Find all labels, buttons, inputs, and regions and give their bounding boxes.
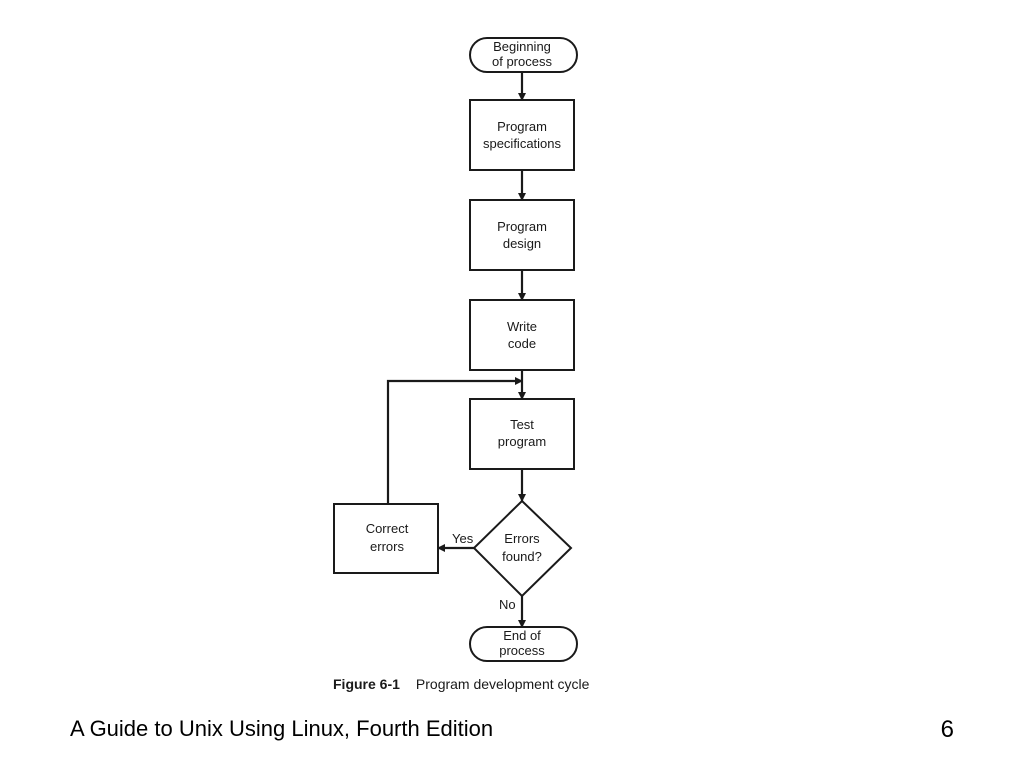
node-begin-line-2: of process <box>492 54 552 69</box>
node-begin: Beginning of process <box>469 37 578 73</box>
decision-shape <box>472 499 573 598</box>
node-end-line-1: End of <box>503 628 541 643</box>
node-spec-line-1: Program <box>497 119 547 134</box>
process-shape <box>469 199 575 271</box>
node-begin-line-1: Beginning <box>493 39 551 54</box>
node-correct-line-2: errors <box>370 539 404 554</box>
terminal-shape <box>469 626 578 662</box>
figure-caption-text: Program development cycle <box>415 676 590 692</box>
node-test-line-2: program <box>498 434 546 449</box>
terminal-shape <box>469 37 578 73</box>
node-code-line-2: code <box>508 336 536 351</box>
node-correct-line-1: Correct <box>366 521 409 536</box>
process-shape <box>469 398 575 470</box>
figure-number: Figure 6-1 <box>333 676 400 692</box>
figure-caption: Figure 6-1 Program development cycle <box>333 676 589 692</box>
node-end-line-2: process <box>499 643 545 658</box>
node-test-line-1: Test <box>510 417 534 432</box>
edge-label-no: No <box>499 597 516 612</box>
node-test: Test program <box>469 398 575 470</box>
footer-book-title: A Guide to Unix Using Linux, Fourth Edit… <box>70 716 494 741</box>
node-spec-line-2: specifications <box>483 136 562 151</box>
node-errors-line-1: Errors <box>504 531 540 546</box>
node-spec: Program specifications <box>469 99 575 171</box>
node-design-line-1: Program <box>497 219 547 234</box>
node-design-line-2: design <box>503 236 541 251</box>
node-code: Write code <box>469 299 575 371</box>
node-end: End of process <box>469 626 578 662</box>
node-design: Program design <box>469 199 575 271</box>
node-correct: Correct errors <box>333 503 439 574</box>
node-errors-line-2: found? <box>502 549 542 564</box>
process-shape <box>333 503 439 574</box>
node-code-line-1: Write <box>507 319 537 334</box>
node-errors: Errors found? <box>472 499 573 598</box>
process-shape <box>469 299 575 371</box>
page-number: 6 <box>940 716 954 743</box>
edge-label-yes: Yes <box>452 531 474 546</box>
edge-correct-to-test <box>386 377 523 504</box>
process-shape <box>469 99 575 171</box>
edges <box>386 71 526 628</box>
